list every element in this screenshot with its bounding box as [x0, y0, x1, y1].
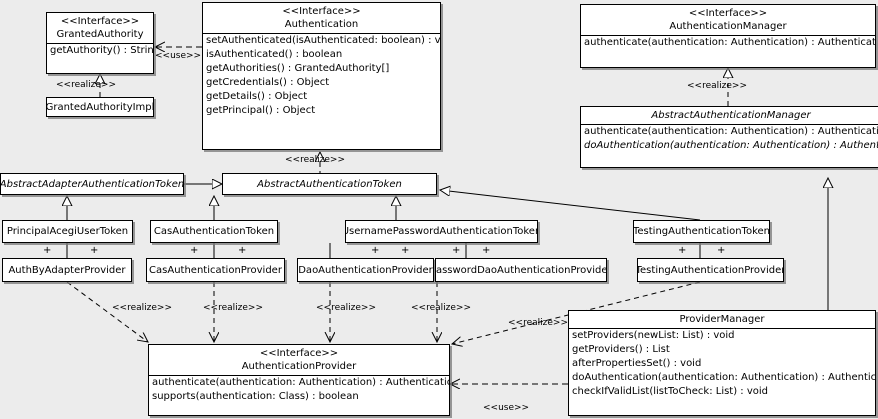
member-row: checkIfValidList(listToCheck: List) : vo… — [572, 386, 769, 397]
class-abstract-authentication-manager[interactable]: AbstractAuthenticationManager authentica… — [580, 106, 878, 168]
member-row: afterPropertiesSet() : void — [572, 358, 702, 369]
class-auth-by-adapter-provider[interactable]: AuthByAdapterProvider — [2, 258, 132, 282]
class-cas-authentication-token[interactable]: CasAuthenticationToken — [150, 220, 278, 243]
multiplicity-mark: + — [678, 245, 687, 256]
member-row: getPrincipal() : Object — [206, 105, 316, 116]
stereotype-label: <<Interface>> — [259, 348, 339, 359]
class-dao-authentication-provider[interactable]: DaoAuthenticationProvider — [297, 258, 434, 282]
class-abstract-adapter-authentication-token[interactable]: AbstractAdapterAuthenticationToken — [0, 173, 184, 195]
edge-label-realize-cas-authentication-provider: <<realize>> — [203, 303, 263, 313]
member-row: authenticate(authentication: Authenticat… — [152, 377, 450, 388]
members-compartment: setProviders(newList: List) : void getPr… — [569, 328, 875, 399]
class-name-label: AuthByAdapterProvider — [8, 264, 126, 276]
member-row: isAuthenticated() : boolean — [206, 49, 343, 60]
class-name-label: AbstractAdapterAuthenticationToken — [0, 178, 184, 190]
member-row: doAuthentication(authentication: Authent… — [572, 372, 876, 383]
edge-label-use-provider-manager: <<use>> — [483, 403, 530, 413]
member-row: getProviders() : List — [572, 344, 670, 355]
multiplicity-mark: + — [482, 245, 491, 256]
edge-label-use-authentication-granted-authority: <<use>> — [155, 51, 202, 61]
class-header: <<Interface>> Authentication — [203, 3, 440, 33]
members-compartment: authenticate(authentication: Authenticat… — [581, 35, 875, 50]
edge-label-realize-testing-authentication-provider: <<realize>> — [508, 318, 568, 328]
class-name-label: CasAuthenticationToken — [153, 226, 275, 237]
class-name-label: ProviderManager — [679, 314, 765, 325]
class-name-label: AbstractAuthenticationManager — [651, 110, 811, 121]
member-row: getDetails() : Object — [206, 91, 308, 102]
stereotype-label: <<Interface>> — [282, 6, 361, 17]
stereotype-label: <<Interface>> — [688, 8, 768, 19]
member-row: getAuthority() : String — [50, 45, 154, 56]
multiplicity-mark: + — [401, 245, 410, 256]
class-header: <<Interface>> GrantedAuthority — [47, 13, 153, 43]
class-principal-acegi-user-token[interactable]: PrincipalAcegiUserToken — [2, 220, 133, 243]
class-name-label: AuthenticationProvider — [241, 361, 357, 372]
class-name-label: TestingAuthenticationProvider — [637, 264, 784, 276]
member-row: setProviders(newList: List) : void — [572, 330, 735, 341]
members-compartment: authenticate(authentication: Authenticat… — [581, 124, 878, 153]
class-name-label: DaoAuthenticationProvider — [298, 264, 433, 276]
class-name-label: UsernamePasswordAuthenticationToken — [345, 226, 538, 237]
class-name-label: TestingAuthenticationToken — [633, 226, 770, 237]
class-name-label: CasAuthenticationProvider — [149, 264, 282, 276]
edge-label-realize-dao-authentication-provider: <<realize>> — [316, 303, 376, 313]
class-authentication-manager[interactable]: <<Interface>> AuthenticationManager auth… — [580, 4, 876, 68]
class-name-label: GrantedAuthority — [56, 29, 144, 40]
class-provider-manager[interactable]: ProviderManager setProviders(newList: Li… — [568, 310, 876, 416]
edge-label-realize-abstract-authentication-manager: <<realize>> — [687, 81, 747, 91]
member-row: setAuthenticated(isAuthenticated: boolea… — [206, 35, 441, 46]
class-name-label: Authentication — [284, 19, 359, 30]
edge-label-realize-abstract-authentication-token: <<realize>> — [285, 155, 345, 165]
edge-label-realize-granted-authority-impl: <<realize>> — [56, 80, 116, 90]
members-compartment: authenticate(authentication: Authenticat… — [149, 375, 449, 404]
member-row: authenticate(authentication: Authenticat… — [584, 37, 876, 48]
multiplicity-mark: + — [452, 245, 461, 256]
member-row: doAuthentication(authentication: Authent… — [584, 140, 878, 151]
multiplicity-mark: + — [371, 245, 380, 256]
multiplicity-mark: + — [90, 245, 99, 256]
member-row: getAuthorities() : GrantedAuthority[] — [206, 63, 390, 74]
multiplicity-mark: + — [43, 245, 52, 256]
multiplicity-mark: + — [717, 245, 726, 256]
class-testing-authentication-provider[interactable]: TestingAuthenticationProvider — [637, 258, 784, 282]
members-compartment: getAuthority() : String — [47, 43, 153, 58]
class-header: <<Interface>> AuthenticationProvider — [149, 345, 449, 375]
class-header: ProviderManager — [569, 311, 875, 328]
class-username-password-authentication-token[interactable]: UsernamePasswordAuthenticationToken — [345, 220, 538, 243]
class-granted-authority-impl[interactable]: GrantedAuthorityImpl — [46, 97, 154, 117]
class-authentication[interactable]: <<Interface>> Authentication setAuthenti… — [202, 2, 441, 150]
stereotype-label: <<Interface>> — [60, 16, 140, 27]
class-testing-authentication-token[interactable]: TestingAuthenticationToken — [633, 220, 770, 243]
class-granted-authority[interactable]: <<Interface>> GrantedAuthority getAuthor… — [46, 12, 154, 74]
edge-label-realize-password-dao-authentication-provider: <<realize>> — [411, 303, 471, 313]
member-row: supports(authentication: Class) : boolea… — [152, 391, 359, 402]
class-cas-authentication-provider[interactable]: CasAuthenticationProvider — [146, 258, 285, 282]
class-name-label: GrantedAuthorityImpl — [46, 101, 154, 113]
class-name-label: PasswordDaoAuthenticationProvider — [435, 264, 607, 276]
member-row: authenticate(authentication: Authenticat… — [584, 126, 878, 137]
class-header: <<Interface>> AuthenticationManager — [581, 5, 875, 35]
member-row: getCredentials() : Object — [206, 77, 330, 88]
class-password-dao-authentication-provider[interactable]: PasswordDaoAuthenticationProvider — [435, 258, 607, 282]
class-header: AbstractAuthenticationManager — [581, 107, 878, 124]
members-compartment: setAuthenticated(isAuthenticated: boolea… — [203, 33, 440, 118]
class-name-label: AuthenticationManager — [669, 21, 787, 32]
class-name-label: AbstractAuthenticationToken — [257, 178, 402, 190]
multiplicity-mark: + — [190, 245, 199, 256]
class-name-label: PrincipalAcegiUserToken — [6, 226, 129, 237]
class-authentication-provider[interactable]: <<Interface>> AuthenticationProvider aut… — [148, 344, 450, 416]
edge-label-realize-auth-by-adapter-provider: <<realize>> — [112, 303, 172, 313]
multiplicity-mark: + — [238, 245, 247, 256]
class-abstract-authentication-token[interactable]: AbstractAuthenticationToken — [222, 173, 437, 195]
